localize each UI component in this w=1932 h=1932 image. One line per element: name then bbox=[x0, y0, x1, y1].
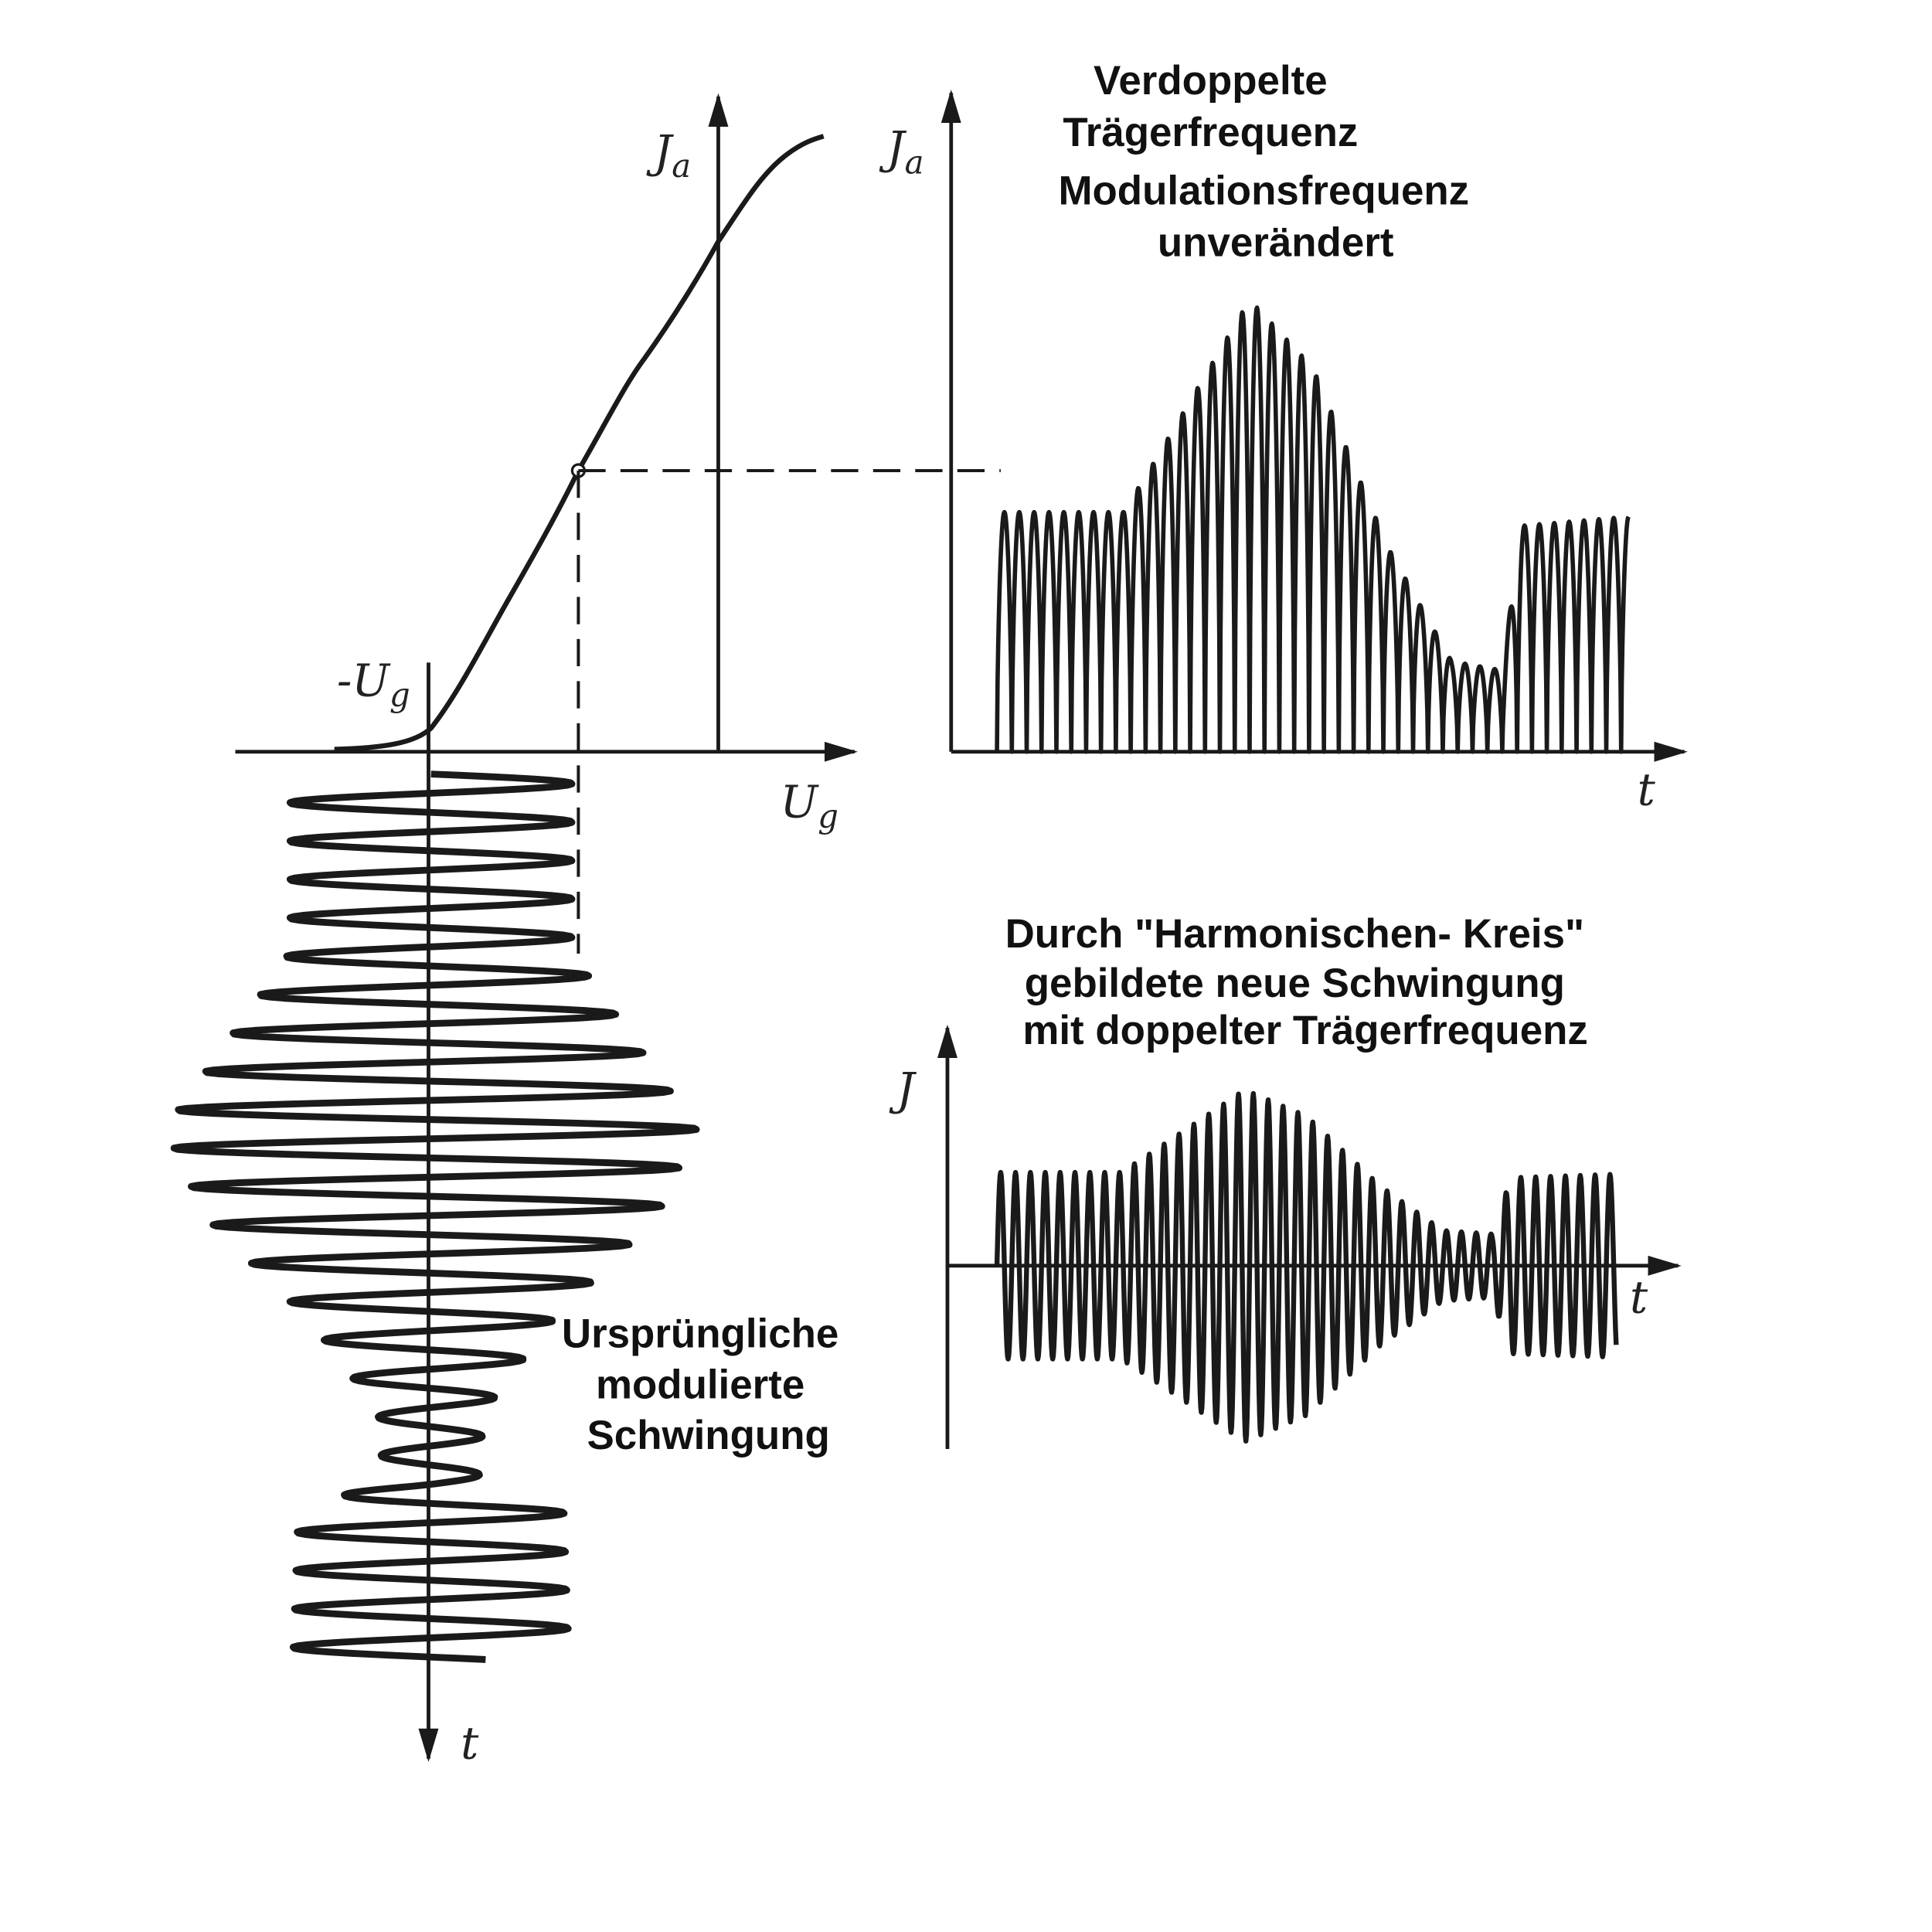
output-caption: Durch "Harmonischen- Kreis" gebildete ne… bbox=[1005, 911, 1596, 1053]
output-wave-panel: J t Durch "Harmonischen- Kreis" gebildet… bbox=[889, 911, 1682, 1449]
ja-axis-label: Ja bbox=[646, 125, 691, 185]
anode-current-panel: Ja t Verdoppelte Trägerfrequenz Modulati… bbox=[879, 58, 1688, 816]
input-caption: Ursprüngliche modulierte Schwingung bbox=[562, 1311, 850, 1458]
anode-time-label: t bbox=[1638, 764, 1656, 816]
output-doubled-wave bbox=[994, 1090, 1619, 1444]
output-time-label: t bbox=[1630, 1271, 1648, 1324]
bias-label: -Ug bbox=[337, 655, 410, 714]
output-current-axis-label: J bbox=[889, 1063, 917, 1115]
input-modulated-wave bbox=[170, 770, 700, 1663]
ug-axis-label: Ug bbox=[781, 776, 838, 835]
anode-current-axis-label: Ja bbox=[879, 122, 923, 182]
characteristic-curve bbox=[334, 134, 825, 752]
anode-current-caption: Verdoppelte Trägerfrequenz Modulationsfr… bbox=[1058, 58, 1480, 266]
tube-characteristic: Ja Ug -Ug bbox=[235, 93, 1001, 954]
input-time-label: t bbox=[461, 1717, 479, 1770]
input-modulated-wave-panel: t Ursprüngliche modulierte Schwingung bbox=[170, 662, 850, 1770]
anode-current-pulses bbox=[995, 305, 1631, 754]
